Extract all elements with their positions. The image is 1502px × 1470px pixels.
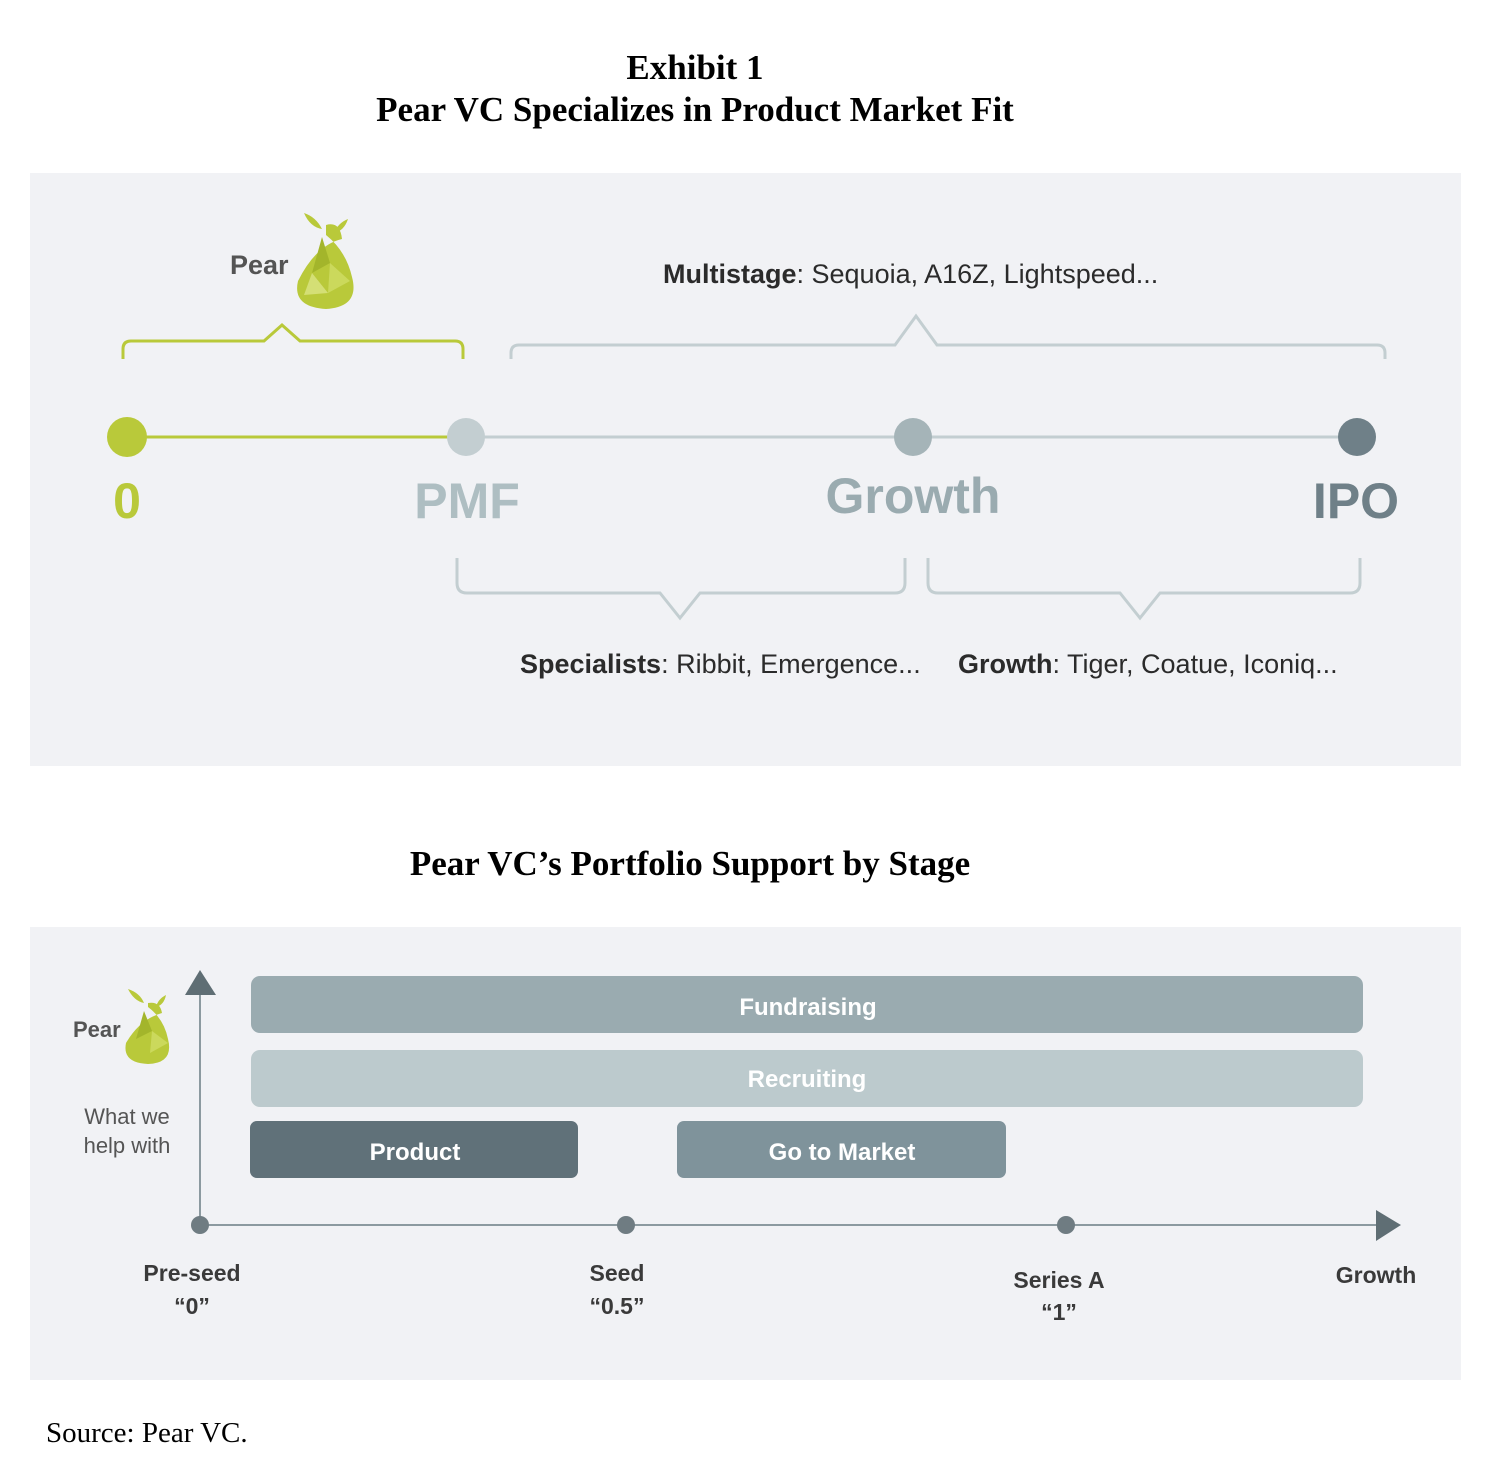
growth-investors-label-bold: Growth	[958, 649, 1053, 679]
pear-bracket	[121, 322, 465, 359]
product-label: Product	[370, 1139, 461, 1166]
recruiting-label: Recruiting	[748, 1066, 867, 1093]
stage-dot-pmf	[447, 418, 485, 456]
pear-logo-bottom: Pear	[73, 989, 170, 1064]
specialists-bracket	[455, 558, 907, 621]
stage-value-series-a: “1”	[1041, 1299, 1077, 1325]
x-axis-arrow-icon	[1376, 1210, 1401, 1241]
stage-dot-growth	[894, 418, 932, 456]
pear-icon-bottom	[125, 989, 170, 1064]
fundraising-bar	[251, 976, 1363, 1033]
y-axis-arrow-icon	[185, 970, 216, 995]
stage-label-0: 0	[113, 473, 141, 529]
product-bar	[250, 1121, 578, 1178]
specialists-label-bold: Specialists	[520, 649, 661, 679]
pear-icon	[297, 213, 354, 309]
y-axis-label-line1: What we	[84, 1104, 170, 1129]
portfolio-title: Pear VC’s Portfolio Support by Stage	[409, 844, 971, 883]
multistage-label-bold: Multistage	[663, 259, 797, 289]
exhibit-title: Pear VC Specializes in Product Market Fi…	[376, 90, 1014, 129]
multistage-label-firms: : Sequoia, A16Z, Lightspeed...	[797, 259, 1159, 289]
growth-investors-label-firms: : Tiger, Coatue, Iconiq...	[1053, 649, 1338, 679]
specialists-label: Specialists: Ribbit, Emergence...	[520, 649, 921, 679]
stage-dot-ipo	[1338, 418, 1376, 456]
stage-dot-series-a	[1057, 1216, 1075, 1234]
pear-logo-top: Pear	[230, 213, 354, 309]
pear-logo-text: Pear	[230, 250, 289, 280]
stage-dot-0	[107, 417, 147, 457]
portfolio-support-diagram: Pear What we help with Fundraising Recru…	[73, 970, 1417, 1325]
stage-timeline-diagram: Pear 0 PMF Growth IPO	[107, 213, 1399, 679]
stage-dot-preseed	[191, 1216, 209, 1234]
specialists-label-firms: : Ribbit, Emergence...	[661, 649, 921, 679]
exhibit-label: Exhibit 1	[626, 48, 764, 87]
stage-dot-seed	[617, 1216, 635, 1234]
fundraising-label: Fundraising	[739, 994, 876, 1021]
recruiting-bar	[251, 1050, 1363, 1107]
source-note: Source: Pear VC.	[46, 1417, 248, 1449]
portfolio-support-panel: Pear What we help with Fundraising Recru…	[30, 927, 1461, 1380]
stage-name-series-a: Series A	[1013, 1267, 1104, 1293]
stage-label-pmf: PMF	[414, 473, 520, 529]
stage-name-preseed: Pre-seed	[143, 1260, 240, 1286]
pear-logo-text-bottom: Pear	[73, 1017, 121, 1042]
y-axis-label-line2: help with	[84, 1133, 171, 1158]
go-to-market-bar	[677, 1121, 1006, 1178]
stage-value-preseed: “0”	[174, 1293, 210, 1319]
multistage-bracket	[509, 313, 1387, 359]
stage-timeline-panel: Pear 0 PMF Growth IPO	[30, 173, 1461, 766]
stage-label-ipo: IPO	[1313, 473, 1399, 529]
stage-value-seed: “0.5”	[590, 1293, 645, 1319]
growth-bracket	[926, 558, 1362, 621]
stage-label-growth: Growth	[826, 468, 1001, 524]
go-to-market-label: Go to Market	[769, 1139, 916, 1166]
x-axis-end-label: Growth	[1336, 1262, 1417, 1288]
multistage-label: Multistage: Sequoia, A16Z, Lightspeed...	[663, 259, 1158, 289]
growth-investors-label: Growth: Tiger, Coatue, Iconiq...	[958, 649, 1338, 679]
stage-name-seed: Seed	[590, 1260, 645, 1286]
